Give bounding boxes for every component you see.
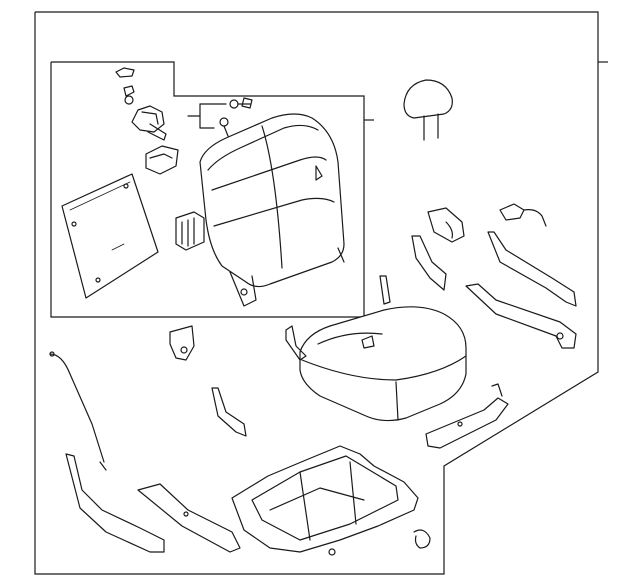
wire-harness-part	[49, 351, 107, 471]
outer-frame	[34, 11, 608, 575]
clip-part	[115, 67, 135, 105]
rail-bracket-part	[465, 231, 577, 349]
headrest-guide-part	[145, 145, 179, 175]
seat-cushion-part	[285, 275, 467, 422]
curved-trim-part	[211, 387, 247, 437]
seat-back-inset-frame	[50, 61, 374, 318]
harness-connector-part	[499, 203, 547, 227]
side-trim-part	[411, 235, 447, 291]
recliner-lever-part	[131, 105, 167, 141]
left-trim-panel-part	[65, 453, 165, 553]
seat-track-part	[425, 383, 509, 449]
front-rail-part	[137, 483, 241, 553]
switch-housing-part	[175, 211, 205, 251]
bracket-part	[427, 207, 465, 243]
side-bracket-part	[169, 325, 195, 361]
hook-clip-part	[413, 529, 431, 549]
bolt-part	[187, 97, 253, 137]
headrest-part	[403, 79, 453, 141]
seat-back-board-part	[61, 173, 159, 299]
seat-frame-part	[231, 445, 419, 556]
seat-back-cushion-part	[199, 113, 345, 307]
